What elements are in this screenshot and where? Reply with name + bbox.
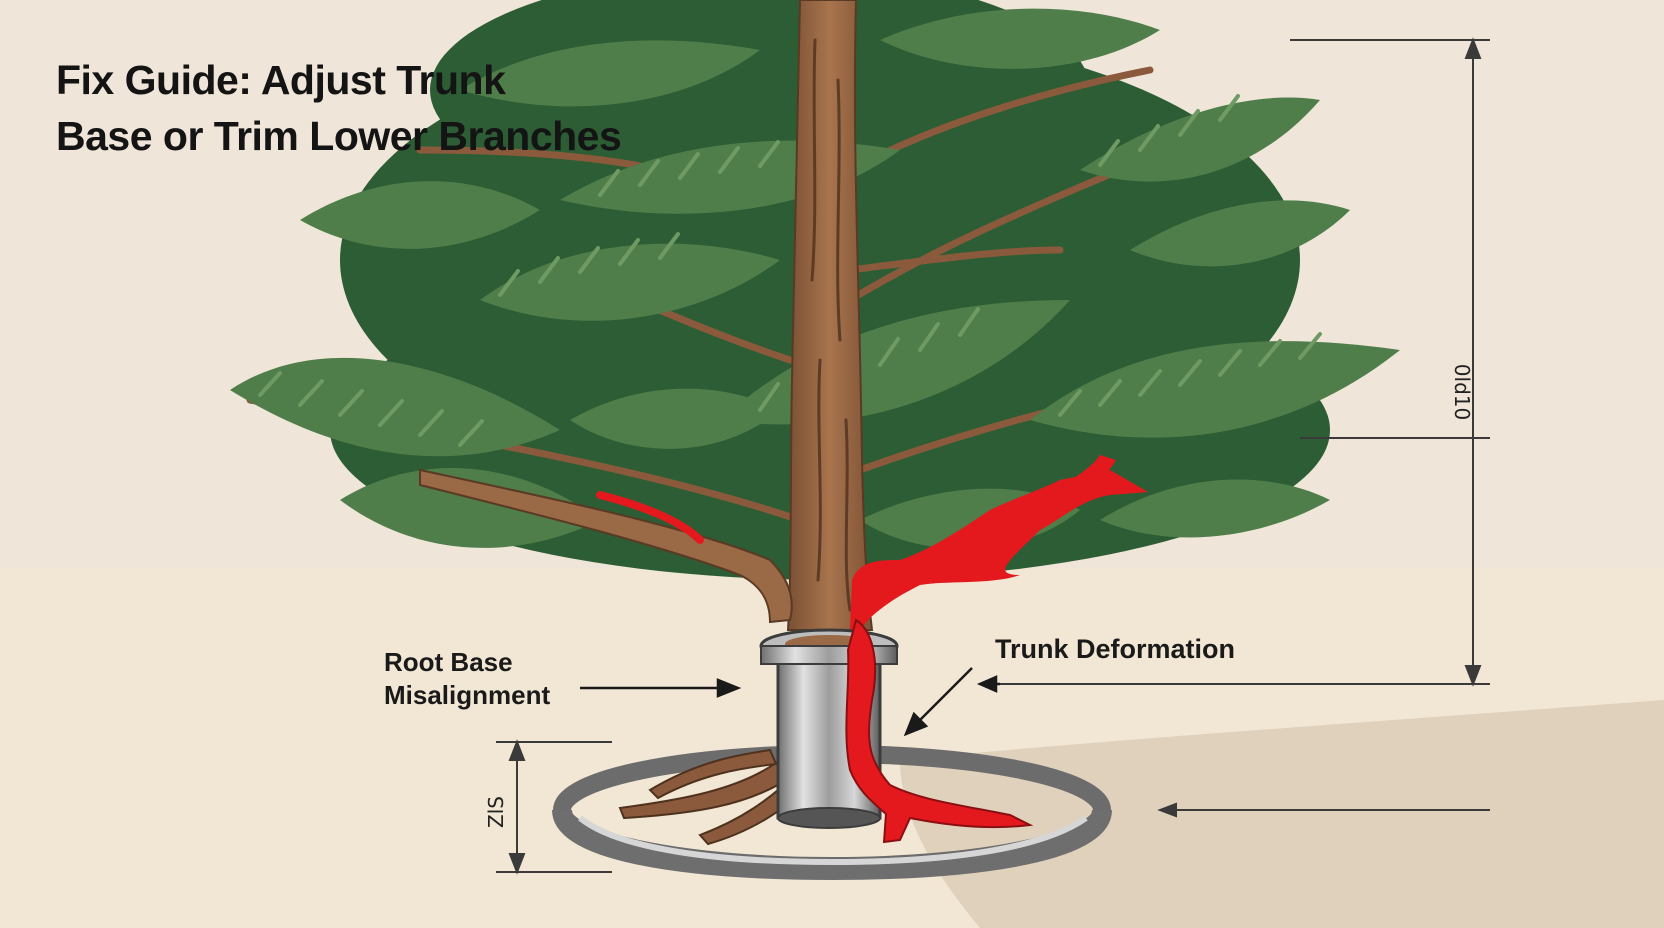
- trunk-deformation-branch: [1040, 455, 1116, 510]
- base-dimension-label: ZlS: [484, 796, 508, 828]
- deformation-red-stroke: [596, 491, 704, 544]
- trunk: [786, 0, 874, 631]
- root-base-arrow: [580, 678, 742, 698]
- stand-collar-band: [760, 645, 898, 665]
- floor-arrow: [1157, 802, 1490, 818]
- height-dimension-label: 0ld10: [1450, 363, 1474, 421]
- stand-ring-shine: [578, 815, 1088, 866]
- floor-shadow: [900, 700, 1664, 928]
- needle-highlights: [258, 94, 1322, 447]
- stand-column-bottom: [777, 807, 881, 829]
- trunk-deformation-arrow: [903, 667, 1000, 737]
- root-base-misalignment-label: Root Base Misalignment: [384, 646, 550, 712]
- page-title: Fix Guide: Adjust Trunk Basе or Trim Low…: [56, 52, 622, 164]
- stand-ring-front: [552, 808, 1112, 881]
- trunk-deformation-label: Trunk Deformation: [995, 634, 1236, 664]
- trunk-bark-lines: [810, 38, 852, 612]
- lower-branch: [419, 468, 793, 624]
- title-line-1: Fix Guide: Adjust Trunk: [56, 57, 506, 103]
- trunk-deformation-highlight: [850, 470, 1148, 630]
- title-line-2: Basе or Trim Lower Branches: [56, 113, 622, 159]
- height-dimension: [1000, 37, 1490, 687]
- root-base-label-line-2: Misalignment: [384, 680, 551, 710]
- base-dimension: [496, 739, 612, 875]
- root-base-label-line-1: Root Base: [384, 647, 513, 677]
- deformation-in-stand: [845, 618, 1034, 844]
- needle-clusters: [230, 8, 1400, 549]
